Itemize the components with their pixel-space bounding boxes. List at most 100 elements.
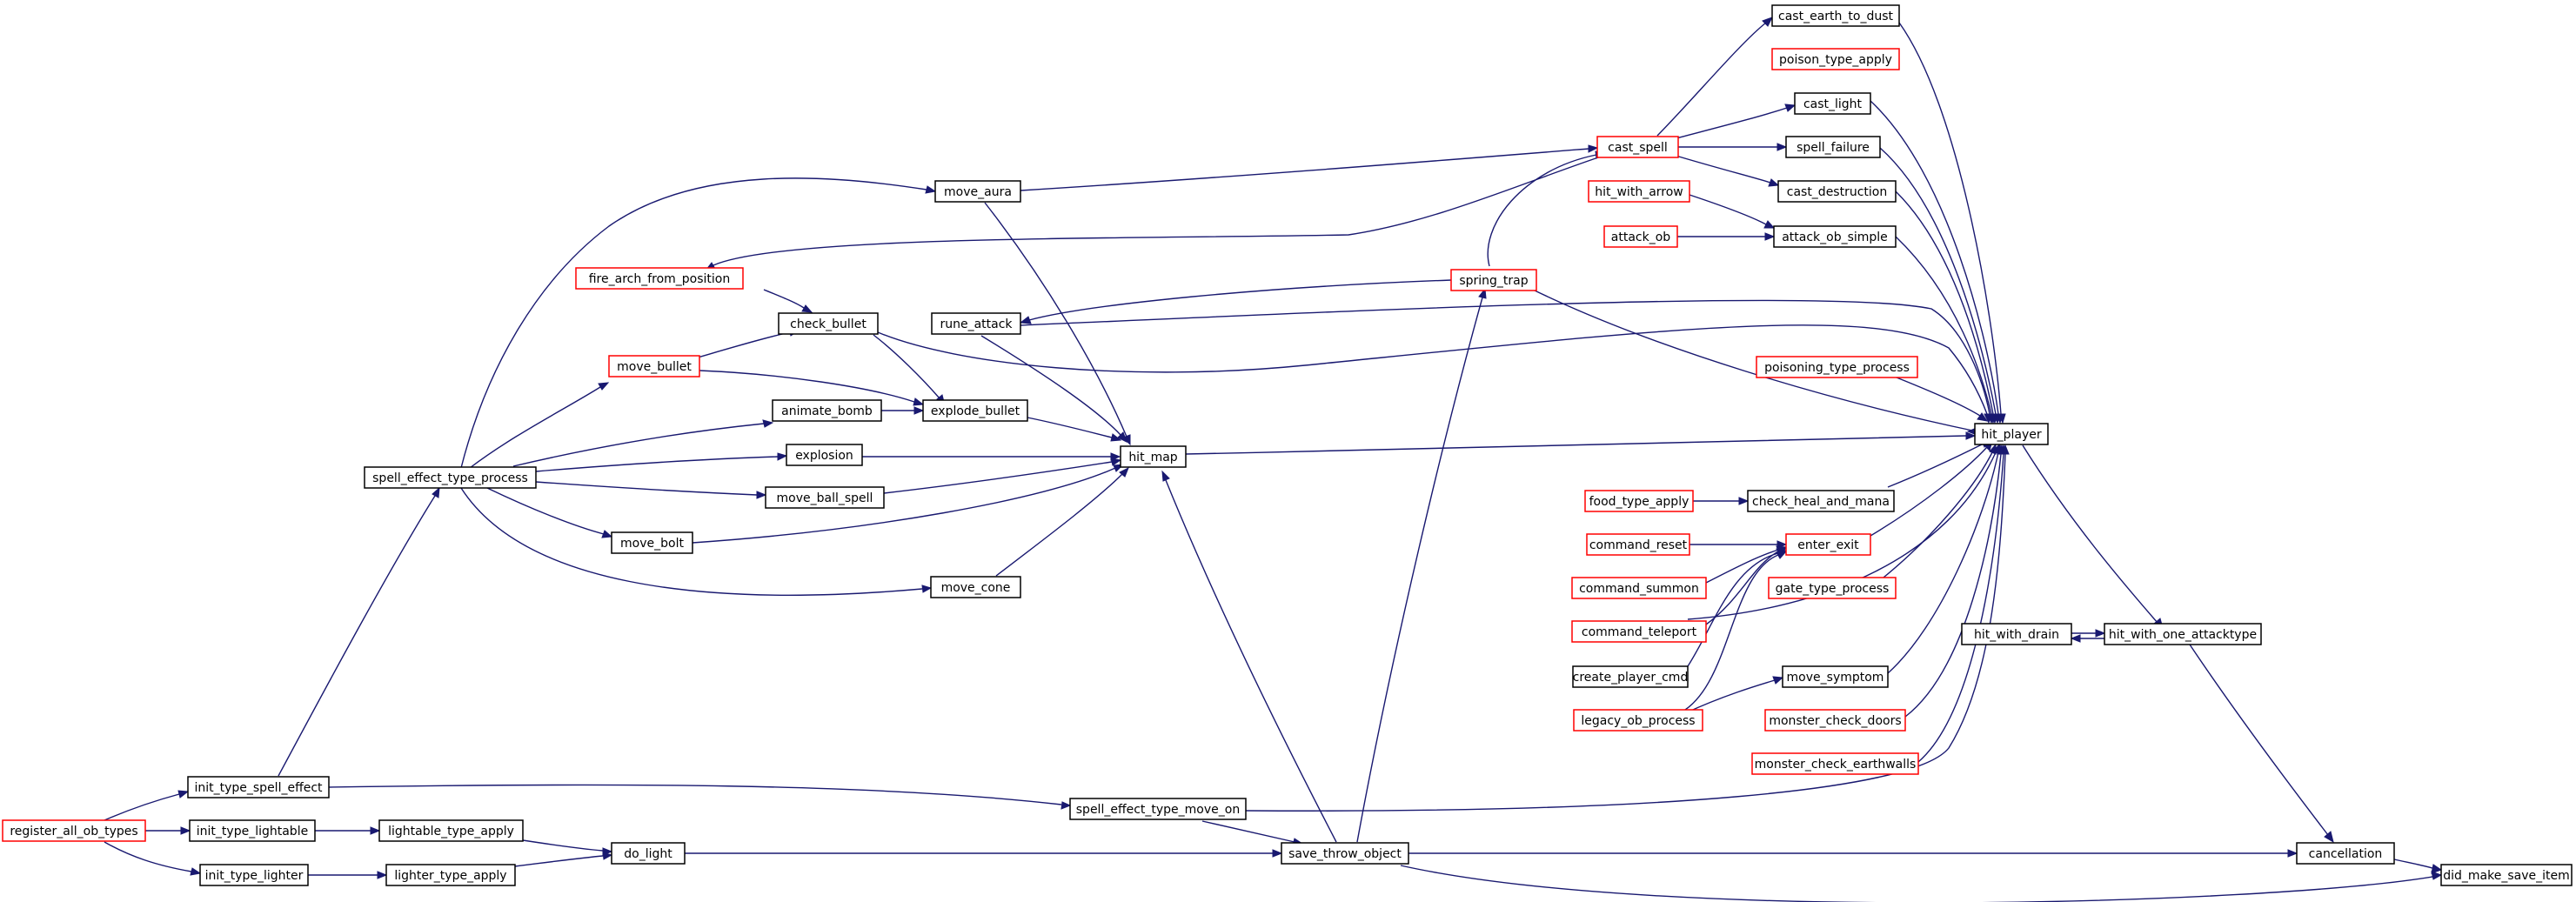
node-move-aura[interactable]: move_aura — [934, 180, 1021, 203]
node-command-reset[interactable]: command_reset — [1586, 533, 1690, 556]
edge-cancellation-to-did_make_save_item — [2393, 859, 2443, 874]
node-move-ball-spell[interactable]: move_ball_spell — [765, 486, 885, 509]
node-did-make-save-item[interactable]: did_make_save_item — [2440, 864, 2573, 886]
node-create-player-cmd[interactable]: create_player_cmd — [1572, 665, 1689, 688]
node-spell-effect-type-move-on[interactable]: spell_effect_type_move_on — [1069, 798, 1247, 820]
node-do-light[interactable]: do_light — [611, 842, 686, 865]
node-rune-attack[interactable]: rune_attack — [931, 312, 1021, 335]
node-spring-trap[interactable]: spring_trap — [1450, 269, 1537, 291]
node-box — [1782, 665, 1889, 688]
node-box — [934, 180, 1021, 203]
node-box — [611, 531, 693, 554]
node-box — [1584, 490, 1694, 512]
node-attack-ob[interactable]: attack_ob — [1603, 225, 1678, 248]
nodes: did_make_save_item cancellation save_throw… — [2, 4, 2573, 886]
edge-poisoning_type_process-to-hit_player — [1891, 375, 1989, 422]
node-gate-type-process[interactable]: gate_type_process — [1768, 577, 1897, 599]
edge-spell_effect_type_process-to-move_cone — [460, 487, 933, 596]
node-hit-with-drain[interactable]: hit_with_drain — [1961, 623, 2072, 645]
edge-move_bullet-to-explode_bullet — [699, 370, 925, 406]
node-move-bullet[interactable]: move_bullet — [608, 355, 700, 378]
node-command-teleport[interactable]: command_teleport — [1571, 620, 1707, 643]
node-hit-player[interactable]: hit_player — [1974, 423, 2049, 445]
node-explosion[interactable]: explosion — [786, 444, 863, 466]
node-init-type-spell-effect[interactable]: init_type_spell_effect — [187, 776, 330, 798]
edge-cast_spell-to-fire_arch_from_position — [704, 154, 1607, 271]
node-label: gate_type_process — [1776, 582, 1890, 596]
edge-spring_trap-to-rune_attack — [1019, 279, 1452, 324]
node-label: spell_failure — [1797, 141, 1870, 155]
node-attack-ob-simple[interactable]: attack_ob_simple — [1773, 225, 1897, 248]
node-label: monster_check_doors — [1769, 714, 1901, 728]
node-spell-failure[interactable]: spell_failure — [1785, 136, 1881, 158]
node-lighter-type-apply[interactable]: lighter_type_apply — [385, 864, 516, 886]
node-cast-spell[interactable]: cast_spell — [1596, 136, 1679, 158]
node-check-heal-and-mana[interactable]: check_heal_and_mana — [1747, 490, 1895, 512]
node-monster-check-earthwalls[interactable]: monster_check_earthwalls — [1751, 752, 1919, 775]
node-check-bullet[interactable]: check_bullet — [778, 312, 879, 335]
edge-lightable_type_apply-to-do_light — [522, 839, 613, 856]
edge-spell_effect_type_process-to-move_ball_spell — [535, 481, 767, 499]
node-cast-light[interactable]: cast_light — [1794, 92, 1871, 115]
node-cancellation[interactable]: cancellation — [2296, 842, 2395, 865]
edge-explode_bullet-to-hit_map — [1027, 417, 1122, 442]
node-box — [1974, 423, 2049, 445]
node-label: register_all_ob_types — [10, 825, 137, 839]
node-lightable-type-apply[interactable]: lightable_type_apply — [378, 819, 524, 842]
node-init-type-lightable[interactable]: init_type_lightable — [189, 819, 316, 842]
node-monster-check-doors[interactable]: monster_check_doors — [1764, 709, 1906, 732]
edge-register_all_ob_types-to-init_type_lightable — [145, 826, 191, 835]
node-legacy-ob-process[interactable]: legacy_ob_process — [1573, 709, 1703, 732]
edge-spring_trap-to-cast_spell — [1487, 150, 1606, 267]
node-init-type-lighter[interactable]: init_type_lighter — [199, 864, 309, 886]
node-command-summon[interactable]: command_summon — [1571, 577, 1707, 599]
node-box — [1571, 620, 1707, 643]
node-move-cone[interactable]: move_cone — [930, 576, 1021, 598]
node-poisoning-type-process[interactable]: poisoning_type_process — [1756, 356, 1918, 378]
node-spell-effect-type-process[interactable]: spell_effect_type_process — [364, 466, 537, 489]
edge-hit_map-to-hit_player — [1185, 431, 1977, 455]
node-enter-exit[interactable]: enter_exit — [1785, 533, 1871, 556]
edge-init_type_lightable-to-lightable_type_apply — [315, 826, 381, 835]
node-save-throw-object[interactable]: save_throw_object — [1281, 842, 1409, 865]
edge-explosion-to-hit_map — [862, 452, 1121, 461]
node-label: move_ball_spell — [777, 491, 873, 505]
node-label: lightable_type_apply — [388, 825, 514, 839]
edge-spell_effect_type_process-to-animate_bomb — [512, 419, 774, 467]
node-hit-with-arrow[interactable]: hit_with_arrow — [1588, 180, 1690, 203]
node-label: attack_ob_simple — [1782, 231, 1888, 244]
node-box — [1747, 490, 1895, 512]
node-label: rune_attack — [940, 317, 1013, 331]
edge-init_type_spell_effect-to-spell_effect_type_process — [278, 486, 440, 777]
node-hit-with-one-attacktype[interactable]: hit_with_one_attacktype — [2104, 623, 2262, 645]
node-label: move_bolt — [620, 537, 684, 551]
node-box — [1961, 623, 2072, 645]
node-label: enter_exit — [1797, 538, 1859, 552]
node-box — [1069, 798, 1247, 820]
node-label: lighter_type_apply — [394, 869, 506, 883]
node-label: hit_map — [1128, 451, 1177, 464]
node-explode-bullet[interactable]: explode_bullet — [922, 399, 1028, 422]
node-fire-arch-from-position[interactable]: fire_arch_from_position — [575, 267, 744, 290]
node-label: init_type_spell_effect — [194, 781, 323, 795]
node-label: create_player_cmd — [1573, 671, 1689, 685]
node-food-type-apply[interactable]: food_type_apply — [1584, 490, 1694, 512]
node-move-symptom[interactable]: move_symptom — [1782, 665, 1889, 688]
edge-spell_effect_type_process-to-move_aura — [460, 177, 937, 469]
node-box — [2440, 864, 2573, 886]
node-label: hit_player — [1981, 428, 2042, 442]
node-register-all-ob-types[interactable]: register_all_ob_types — [2, 819, 146, 842]
node-hit-map[interactable]: hit_map — [1120, 445, 1187, 468]
node-label: command_teleport — [1582, 625, 1697, 639]
node-poison-type-apply[interactable]: poison_type_apply — [1771, 48, 1900, 70]
edge-register_all_ob_types-to-init_type_lighter — [104, 841, 202, 876]
edge-legacy_ob_process-to-enter_exit — [1684, 551, 1788, 711]
node-label: init_type_lighter — [205, 869, 304, 883]
edge-spell_effect_type_process-to-move_bullet — [469, 382, 610, 469]
node-move-bolt[interactable]: move_bolt — [611, 531, 693, 554]
node-animate-bomb[interactable]: animate_bomb — [772, 399, 882, 422]
node-cast-destruction[interactable]: cast_destruction — [1777, 180, 1897, 203]
node-cast-earth-to-dust[interactable]: cast_earth_to_dust — [1771, 4, 1900, 27]
node-label: save_throw_object — [1288, 847, 1402, 861]
